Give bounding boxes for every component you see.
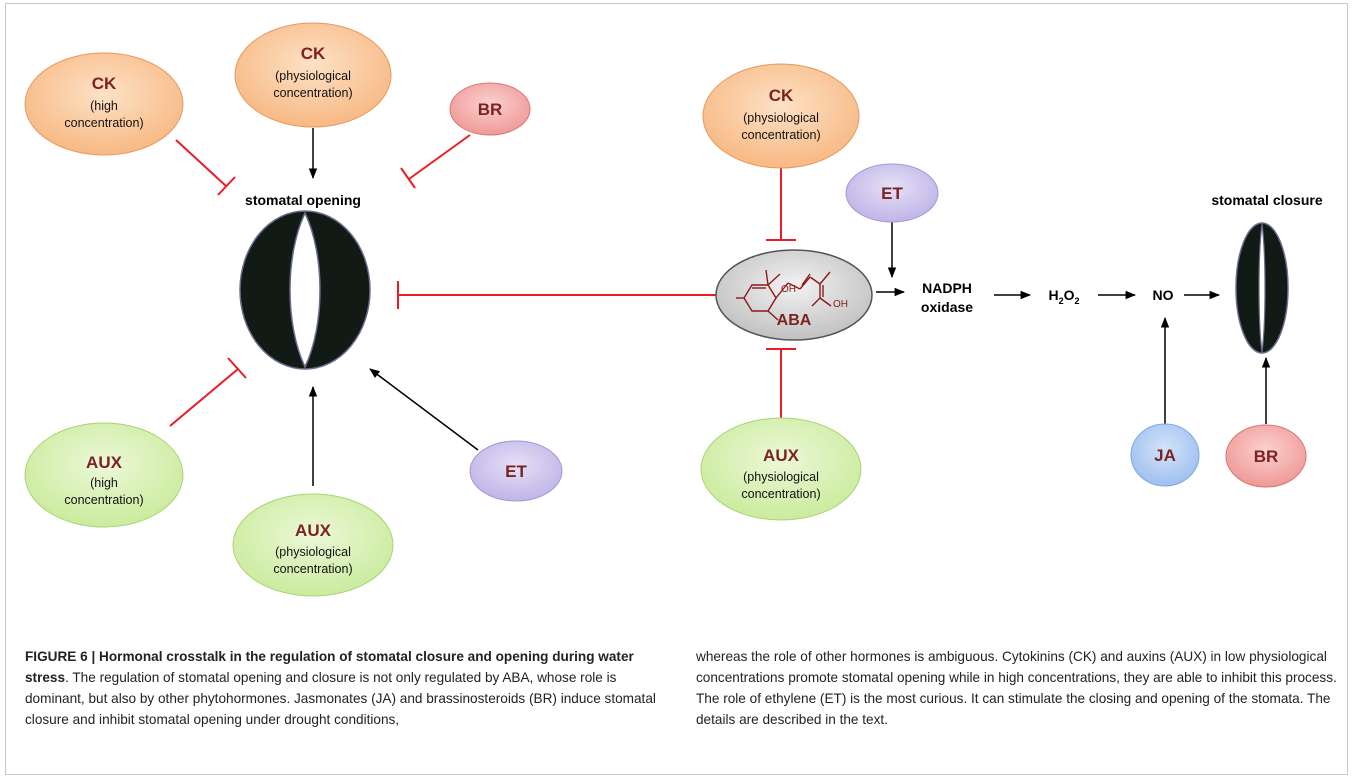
figure-frame <box>5 3 1348 775</box>
caption-title: FIGURE 6 | Hormonal crosstalk in the reg… <box>25 649 634 685</box>
aux-high-label: AUX <box>86 453 123 472</box>
br-inhibits-opening <box>400 134 471 189</box>
no-label: NO <box>1153 287 1174 303</box>
aux-phys-left-label: AUX <box>295 521 332 540</box>
ck-phys-left-node: CK (physiological concentration) <box>234 22 392 128</box>
open-stoma-icon <box>239 210 371 370</box>
closed-stoma-icon <box>1235 222 1289 354</box>
aba-node: OH OH ABA <box>715 249 873 341</box>
ck-high-sub2: concentration) <box>64 116 143 130</box>
aux-high-inhibits-stoma <box>169 357 247 427</box>
br-right-label: BR <box>1254 447 1279 466</box>
ck-high-sub1: (high <box>90 99 118 113</box>
et-right-node: ET <box>845 163 939 223</box>
ja-node: JA <box>1130 423 1200 487</box>
ck-phys-left-label: CK <box>301 44 326 63</box>
aba-inhibits-opening <box>397 281 717 309</box>
et-left-label: ET <box>505 462 527 481</box>
ck-phys-right-node: CK (physiological concentration) <box>702 63 860 169</box>
aba-label: ABA <box>777 312 812 329</box>
ck-phys-right-label: CK <box>769 86 794 105</box>
stomatal-opening-label: stomatal opening <box>245 192 361 208</box>
br-right-node: BR <box>1225 424 1307 488</box>
caption-left: FIGURE 6 | Hormonal crosstalk in the reg… <box>25 646 673 730</box>
aux-high-sub2: concentration) <box>64 493 143 507</box>
caption-left-text: . The regulation of stomatal opening and… <box>25 670 656 727</box>
aux-phys-right-sub2: concentration) <box>741 487 820 501</box>
stomatal-closure-label: stomatal closure <box>1211 192 1322 208</box>
hormone-crosstalk-diagram: CK (high concentration) CK (physiologica… <box>24 22 1323 597</box>
ck-high-inhibits-opening <box>175 139 236 196</box>
aux-high-node: AUX (high concentration) <box>24 422 184 528</box>
ck-phys-left-sub2: concentration) <box>273 86 352 100</box>
aux-phys-left-node: AUX (physiological concentration) <box>232 493 394 597</box>
aba-structure-icon <box>736 269 832 321</box>
ck-phys-inhibits-aba <box>766 168 796 241</box>
nadph-label-line1: NADPH <box>922 280 972 296</box>
ck-phys-left-sub1: (physiological <box>275 69 351 83</box>
aux-phys-right-sub1: (physiological <box>743 470 819 484</box>
br-left-label: BR <box>478 100 503 119</box>
nadph-label-line2: oxidase <box>921 299 973 315</box>
aux-phys-right-node: AUX (physiological concentration) <box>700 417 862 521</box>
ck-phys-right-sub1: (physiological <box>743 111 819 125</box>
aux-high-sub1: (high <box>90 476 118 490</box>
et-right-label: ET <box>881 184 903 203</box>
ja-label: JA <box>1154 446 1176 465</box>
aba-oh-2: OH <box>833 299 848 310</box>
ck-phys-right-sub2: concentration) <box>741 128 820 142</box>
aux-phys-right-label: AUX <box>763 446 800 465</box>
et-activates-stoma <box>369 368 479 451</box>
aux-phys-inhibits-aba <box>766 348 796 420</box>
ck-high-label: CK <box>92 74 117 93</box>
aux-phys-left-sub1: (physiological <box>275 545 351 559</box>
aba-oh-1: OH <box>781 284 796 295</box>
caption-right: whereas the role of other hormones is am… <box>696 646 1341 730</box>
ck-high-node: CK (high concentration) <box>24 52 184 156</box>
h2o2-label: H2O2 <box>1048 287 1079 306</box>
caption-right-text: whereas the role of other hormones is am… <box>696 649 1337 727</box>
aux-phys-left-sub2: concentration) <box>273 562 352 576</box>
et-left-node: ET <box>469 440 563 502</box>
br-left-node: BR <box>449 82 531 136</box>
